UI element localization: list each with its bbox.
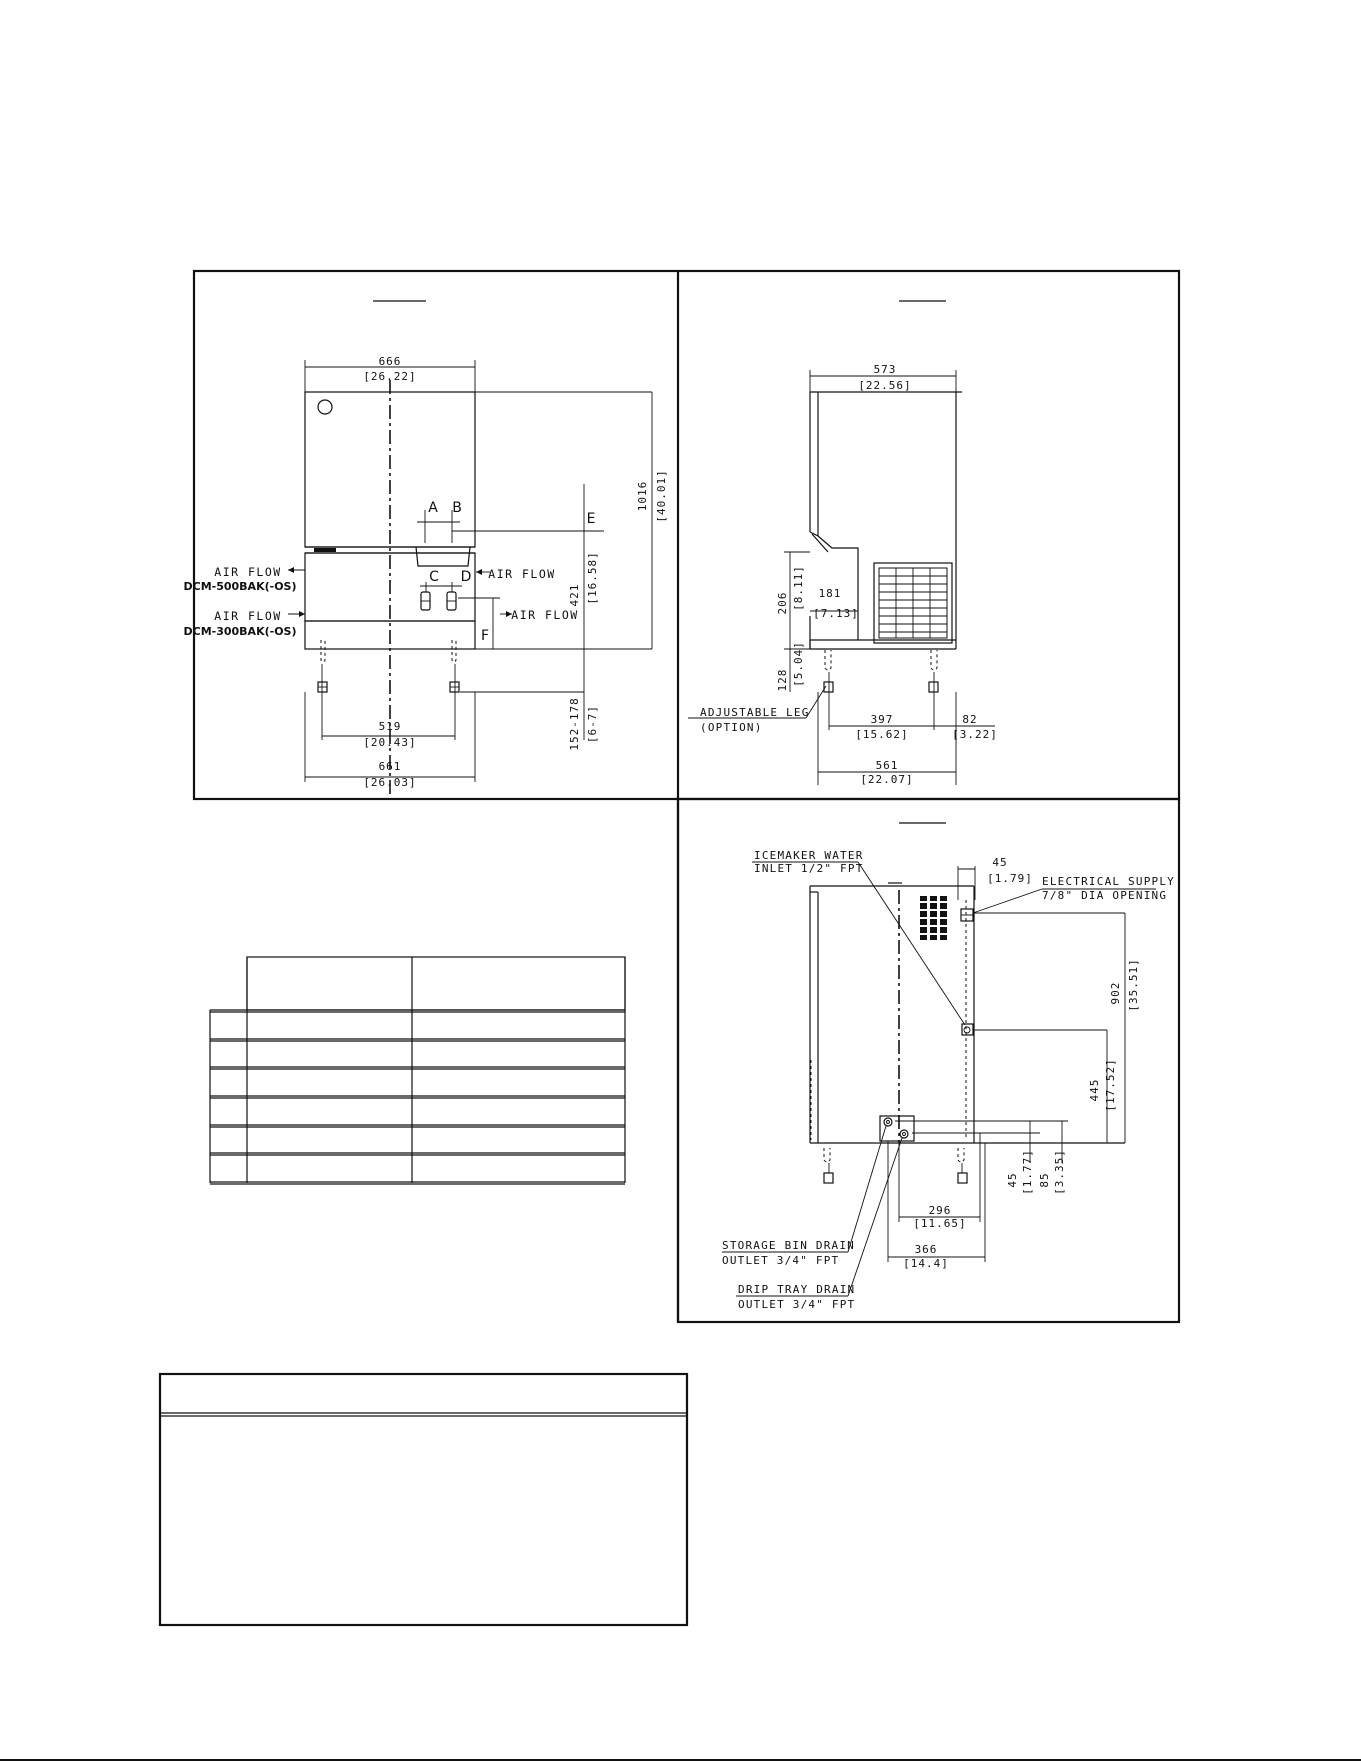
side-leg-front [823, 681, 834, 693]
front-leg-spacing-in: [20.43] [363, 736, 416, 749]
rear-h902: 902 [1109, 982, 1122, 1005]
front-leg-spacing: 519 [379, 720, 402, 733]
dimension-table [209, 956, 626, 1185]
air-flow-label-2: AIR FLOW [214, 609, 281, 623]
rear-h45-bottom: 45 [1006, 1172, 1019, 1187]
front-lower-height: 421 [568, 584, 581, 607]
front-vent-slot [314, 548, 336, 552]
water-inlet-fitting [961, 1023, 974, 1036]
side-base-depth-in: [22.07] [860, 773, 913, 786]
rear-d45-top: 45 [992, 856, 1007, 869]
side-leg-spacing-in: [15.62] [855, 728, 908, 741]
rear-vent-grill [918, 896, 950, 940]
notes-box [158, 1372, 689, 1627]
rear-leg-left [823, 1172, 834, 1184]
adjustable-leg-option: (OPTION) [700, 721, 763, 734]
drip-drain-label-2: OUTLET 3/4" FPT [738, 1298, 855, 1311]
front-leg-height: 152-178 [568, 697, 581, 750]
top-frame [192, 269, 1181, 801]
drip-drain-label-1: DRIP TRAY DRAIN [738, 1283, 855, 1296]
side-base-depth: 561 [876, 759, 899, 772]
front-view: 666 [26.22] A B E C D [184, 355, 668, 800]
model-500-label: DCM-500BAK(-OS) [184, 580, 297, 593]
rear-view-frame [676, 797, 1181, 1324]
marker-d: D [461, 569, 472, 585]
drain-plate [879, 1115, 915, 1142]
rear-w366-in: [14.4] [903, 1257, 949, 1270]
rear-w296-in: [11.65] [913, 1217, 966, 1230]
water-inlet-label-1: ICEMAKER WATER [754, 849, 864, 862]
air-flow-label-4: AIR FLOW [511, 608, 578, 622]
side-top-depth-in: [22.56] [858, 379, 911, 392]
side-w181: 181 [819, 587, 842, 600]
drip-tray-drain-icon [899, 1129, 909, 1139]
rear-h902-in: [35.51] [1127, 958, 1140, 1011]
side-w181-in: [7.13] [813, 607, 859, 620]
side-h128-in: [5.04] [792, 641, 805, 687]
rear-view: ICEMAKER WATER INLET 1/2" FPT 45 [1.79] … [722, 849, 1175, 1311]
electrical-label-2: 7/8" DIA OPENING [1042, 889, 1167, 902]
marker-f: F [481, 628, 489, 644]
side-view: 573 [22.56] [688, 363, 998, 786]
side-leg-rear [928, 681, 939, 693]
side-leg-spacing: 397 [871, 713, 894, 726]
front-base-width: 661 [379, 760, 402, 773]
rear-w366: 366 [915, 1243, 938, 1256]
side-grill-slats [878, 567, 948, 639]
rear-leg-right [957, 1172, 968, 1184]
marker-c: C [429, 569, 439, 585]
rear-h445: 445 [1088, 1079, 1101, 1102]
logo-badge-icon [317, 399, 333, 415]
storage-drain-label-1: STORAGE BIN DRAIN [722, 1239, 855, 1252]
side-rear-offset-in: [3.22] [952, 728, 998, 741]
rear-w296: 296 [929, 1204, 952, 1217]
front-top-width-in: [26.22] [363, 370, 416, 383]
ice-chute [415, 546, 471, 567]
front-leg-height-in: [6-7] [586, 705, 599, 743]
front-lower-height-in: [16.58] [586, 551, 599, 604]
air-flow-label-1: AIR FLOW [214, 565, 281, 579]
side-vent-grill [873, 562, 953, 644]
rear-h85-in: [3.35] [1053, 1149, 1066, 1195]
side-h128: 128 [776, 669, 789, 692]
front-total-height: 1016 [636, 481, 649, 512]
side-h206-in: [8.11] [792, 565, 805, 611]
marker-a: A [428, 500, 438, 516]
water-inlet-label-2: INLET 1/2" FPT [754, 862, 864, 875]
rear-h445-in: [17.52] [1104, 1058, 1117, 1111]
marker-b: B [452, 500, 462, 516]
side-h206: 206 [776, 592, 789, 615]
side-rear-offset: 82 [962, 713, 977, 726]
side-top-depth: 573 [874, 363, 897, 376]
front-total-height-in: [40.01] [655, 469, 668, 522]
marker-e: E [587, 511, 596, 527]
storage-bin-drain-icon [883, 1117, 893, 1127]
rear-h45-bottom-in: [1.77] [1021, 1149, 1034, 1195]
electrical-label-1: ELECTRICAL SUPPLY [1042, 875, 1175, 888]
front-top-width: 666 [379, 355, 402, 368]
rear-h85: 85 [1038, 1172, 1051, 1187]
rear-d45-top-in: [1.79] [987, 872, 1033, 885]
front-base-width-in: [26.03] [363, 776, 416, 789]
air-flow-label-3: AIR FLOW [488, 567, 555, 581]
adjustable-leg-label: ADJUSTABLE LEG [700, 706, 810, 719]
storage-drain-label-2: OUTLET 3/4" FPT [722, 1254, 839, 1267]
model-300-label: DCM-300BAK(-OS) [184, 625, 297, 638]
